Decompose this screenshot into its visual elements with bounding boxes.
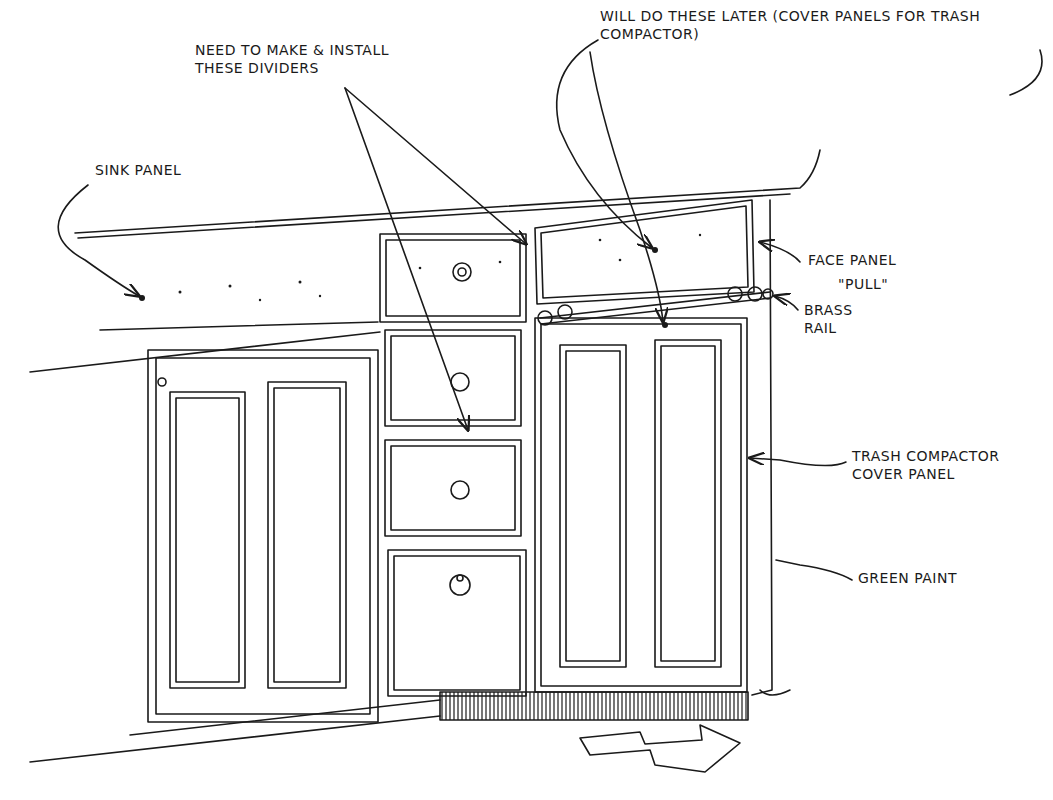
part-label: SINK PANEL <box>95 162 255 180</box>
later-note: WILL DO THESE LATER (COVER PANELS FOR TR… <box>600 8 1030 43</box>
part-label: GREEN PAINT <box>858 570 1008 588</box>
part-label: BRASS RAIL <box>804 302 884 337</box>
part-label: TRASH COMPACTOR COVER PANEL <box>852 448 1002 483</box>
part-label: "PULL" <box>838 276 928 294</box>
divider-note: NEED TO MAKE & INSTALL THESE DIVIDERS <box>195 42 435 77</box>
part-label: FACE PANEL <box>808 252 948 270</box>
